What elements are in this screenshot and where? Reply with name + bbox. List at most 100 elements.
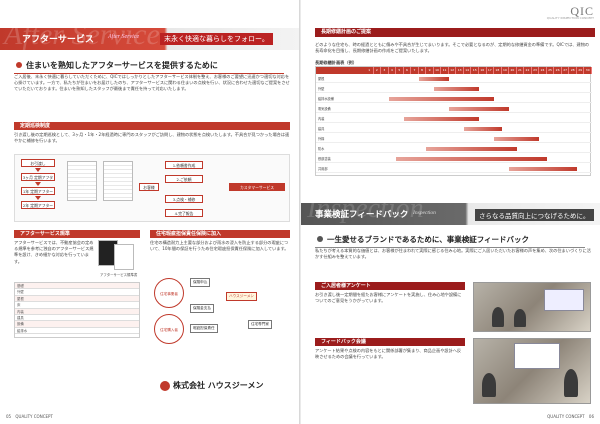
qic-logo: QIC [570,4,594,18]
table-row: 給排水 [15,328,139,335]
banner-slogan: 末永く快適な暮らしをフォロー。 [160,33,273,45]
schedule-bar [403,117,479,121]
long-term-repair-text: どのような住宅も、時の経過とともに傷みや不具合が生じてまいります。そこで必要とな… [315,42,590,54]
schedule-year-col: 21 [517,67,525,74]
periodic-inspection-text: 引き渡し後の定期巡検として、3ヶ月・1年・2年経過時に専門のスタッフがご訪問し、… [14,132,290,144]
diagram-business-operator: 住宅事業者 [154,278,184,308]
standard-book-caption: アフターサービス規準書 [100,273,138,277]
photo-person [492,307,504,327]
right-page-number: QUALITY CONCEPT 06 [547,414,594,419]
schedule-year-col: 23 [532,67,540,74]
feedback-eng: Inspection [413,210,436,216]
table-row: 内装 [15,308,139,315]
schedule-row: 建具 [316,125,592,133]
feedback-headline: 一生愛せるブランドであるために、事業検証フィードバック [315,232,585,248]
banner-watermark: After Service [4,18,160,51]
left-headline: 住まいを熟知したアフターサービスを提供するために [14,58,284,74]
schedule-row-label: 建具 [318,127,325,131]
feedback-banner: Inspection 事業検証フィードバック Inspection さらなる品質… [301,193,600,225]
schedule-year-col: 19 [502,67,510,74]
page-gutter [299,0,301,424]
schedule-row: 外構 [316,135,592,143]
feedback-meeting-text: アンケート結果や点検の内容をもとに関係部署が集まり、商品企画や設計へ反映させるた… [315,348,462,360]
left-page-num: 05 [6,414,12,419]
flow-step-4: 4.完了報告 [165,209,203,217]
photo-person [514,309,526,327]
table-row: 設備 [15,321,139,328]
schedule-row: 屋根 [316,75,592,83]
diagram-node: 保険金支払 [190,304,214,313]
schedule-year-col: 9 [426,67,434,74]
insurance-diagram: 住宅事業者 住宅購入者 ハウスジーメン 保険申込 保険金支払 瑕疵担保責任 住宅… [152,256,292,356]
schedule-bar [433,87,479,91]
schedule-year-col: 7 [411,67,419,74]
schedule-year-col: 15 [471,67,479,74]
flow-3-month: 3ヶ月 定期アフター [21,173,55,187]
schedule-year-col: 4 [389,67,397,74]
schedule-year-col: 13 [456,67,464,74]
inspection-document-image [103,161,133,201]
housegmen-logo-icon [160,380,170,391]
left-page: After Service アフターサービス After Service 末永く… [0,0,299,424]
schedule-year-col: 2 [374,67,382,74]
schedule-bar [418,77,449,81]
section-periodic-inspection: 定期巡検制度 [14,122,290,130]
flow-step-3: 3.点検・補修 [165,195,203,203]
schedule-year-col: 18 [494,67,502,74]
photo-whiteboard [514,343,560,369]
diagram-node: 保険申込 [190,278,211,287]
left-page-number: 05 QUALITY CONCEPT [6,414,53,419]
flow-step-2: 2.ご依頼 [165,175,203,183]
section-resident-survey: ご入居者様アンケート [315,282,465,290]
banner-eng: After Service [108,34,140,40]
left-intro-text: ご入居後、末永く快適に暮らしていただくために、QICではしっかりとしたアフターサ… [14,74,290,92]
schedule-bar [463,127,502,131]
feedback-title: 事業検証フィードバック [315,210,409,220]
diagram-node: 瑕疵担保責任 [190,324,218,333]
schedule-bar [509,167,577,171]
survey-photo [473,282,591,332]
resident-survey-text: お引き渡し後一定期間を経たお客様にアンケートを実施し、住み心地や設備についてのご… [315,292,462,304]
schedule-row-label: 屋根 [318,77,325,81]
schedule-row-label: 防水 [318,147,325,151]
right-page: QIC QUALITY INSPECTION CONCEPT 長期修繕計画のご提… [301,0,600,424]
inspection-flow-diagram: お引渡し 3ヶ月 定期アフター 1年 定期アフター 2年 定期アフター 1.依頼… [14,154,290,222]
schedule-year-col: 6 [404,67,412,74]
diagram-node: 住宅専門家 [248,320,272,329]
housegmen-logo-text: 株式会社 ハウスジーメン [173,381,264,390]
schedule-bar [494,137,540,141]
section-defect-insurance: 住宅瑕疵担保責任保険に加入 [150,230,290,238]
schedule-year-col: 24 [539,67,547,74]
long-term-repair-title: 長期修繕計画のご提案 [315,28,595,37]
schedule-year-col: 16 [479,67,487,74]
schedule-row-label: 共用部 [318,167,328,171]
schedule-year-col: 28 [569,67,577,74]
schedule-row: 鉄部塗装 [316,155,592,163]
flow-arrow [35,196,41,200]
schedule-year-col: 27 [562,67,570,74]
schedule-row-label: 外構 [318,137,325,141]
photo-person [564,369,578,397]
inspection-document-image [67,161,97,201]
flow-arrow [35,182,41,186]
schedule-year-col: 22 [524,67,532,74]
feedback-watermark: Inspection [307,193,424,224]
schedule-year-col: 12 [449,67,457,74]
after-service-banner: After Service アフターサービス After Service 末永く… [0,18,299,51]
schedule-row-label: 内装 [318,117,325,121]
schedule-year-col: 17 [487,67,495,74]
table-row: 建具 [15,315,139,322]
schedule-row: 給排水設備 [316,95,592,103]
schedule-row-label: 給排水設備 [318,97,334,101]
photo-person [482,373,496,397]
qic-sub: QUALITY INSPECTION CONCEPT [546,16,594,20]
diagram-hub: ハウスジーメン [226,292,258,301]
schedule-bar [426,147,517,151]
feedback-intro-text: 私たちが考える本質的な価値とは、お客様が住まわれて実際に感じる住み心地。実際にご… [315,248,591,260]
banner-title: アフターサービス [22,35,94,45]
schedule-bar [388,97,495,101]
standard-table: 基礎 外壁 屋根 床 内装 建具 設備 給排水 [14,282,140,338]
